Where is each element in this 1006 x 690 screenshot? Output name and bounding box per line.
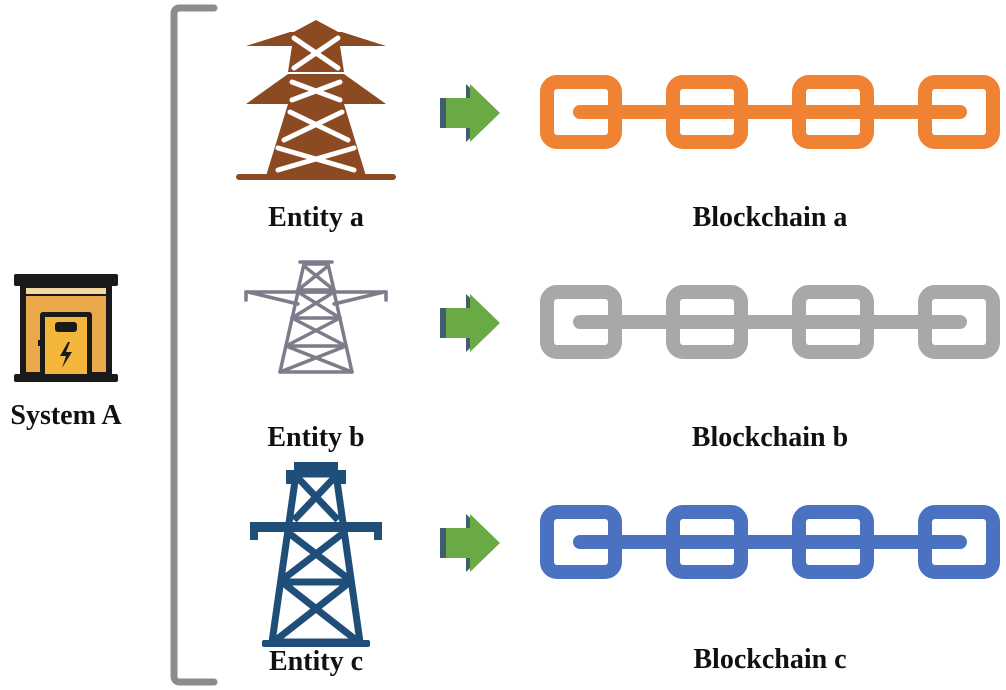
chain-link xyxy=(918,505,1000,579)
arrow-right-icon xyxy=(440,294,500,352)
chain-link xyxy=(666,505,748,579)
chain-link xyxy=(792,285,874,359)
blockchain-b-chain xyxy=(540,285,1000,359)
chain-link xyxy=(540,75,622,149)
chain-link xyxy=(540,285,622,359)
chain-link xyxy=(792,75,874,149)
chain-link xyxy=(792,505,874,579)
entity-c-label: Entity c xyxy=(269,646,363,677)
entity-a-label: Entity a xyxy=(268,202,364,233)
grouping-bracket xyxy=(170,4,218,686)
chain-link xyxy=(540,505,622,579)
chain-link xyxy=(918,75,1000,149)
blockchain-a-chain xyxy=(540,75,1000,149)
blockchain-a-label: Blockchain a xyxy=(693,202,848,233)
blockchain-c-chain xyxy=(540,505,1000,579)
transmission-tower-lattice-icon xyxy=(250,462,382,647)
chain-link xyxy=(918,285,1000,359)
arrow-right-icon xyxy=(440,84,500,142)
power-substation-icon xyxy=(14,274,118,382)
blockchain-c-label: Blockchain c xyxy=(693,644,846,675)
blockchain-b-label: Blockchain b xyxy=(692,422,848,453)
arrow-right-icon xyxy=(440,514,500,572)
entity-b-label: Entity b xyxy=(267,422,364,453)
transmission-tower-icon xyxy=(236,20,396,180)
transmission-tower-outline-icon xyxy=(244,260,388,374)
chain-link xyxy=(666,285,748,359)
chain-link xyxy=(666,75,748,149)
system-label: System A xyxy=(10,400,122,431)
